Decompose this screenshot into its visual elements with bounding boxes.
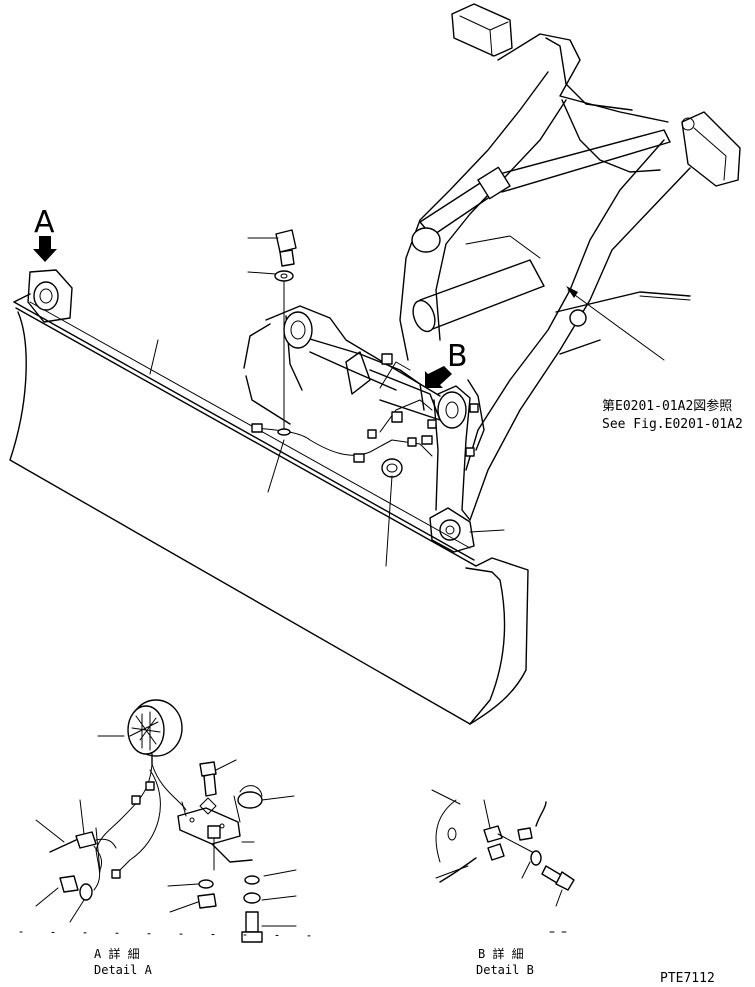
view-marker-b: B: [425, 339, 468, 388]
reference-note: 第E0201-01A2図参照 See Fig.E0201-01A2: [602, 398, 743, 432]
clip-b2: [487, 843, 505, 861]
detail-a-view: [19, 699, 321, 943]
work-lamp: [97, 699, 183, 765]
view-letter-b: B: [447, 339, 468, 374]
detail-a-caption: A 詳 細 Detail A: [94, 946, 153, 977]
detail-b-view: [431, 789, 575, 933]
grommet-b1: [483, 825, 503, 843]
connector-plug: [35, 799, 117, 873]
dozer-blade: [9, 269, 529, 725]
washer-a2: [244, 875, 260, 885]
leader-lines-main: [247, 237, 691, 567]
bolt-detail-b: [541, 865, 575, 891]
nut-a1: [197, 893, 217, 909]
bolt-bottom-detail-a: [241, 911, 263, 943]
wiring-harness: [251, 353, 479, 478]
detail-b-caption-jp: B 詳 細: [478, 946, 524, 961]
washer-b: [530, 850, 542, 866]
detail-a-caption-jp: A 詳 細: [94, 946, 140, 961]
arrow-diagonal-icon: [425, 366, 452, 388]
machine-frame: [399, 3, 741, 521]
washer-a3: [243, 892, 261, 904]
reference-note-jp: 第E0201-01A2図参照: [602, 398, 732, 414]
bolt-stack-main: [274, 229, 297, 436]
mounting-bracket: [177, 795, 253, 871]
detail-b-caption-en: Detail B: [476, 963, 534, 977]
detail-a-caption-en: Detail A: [94, 963, 153, 977]
bolt-top-detail-a: [199, 759, 237, 797]
view-letter-a: A: [34, 205, 55, 240]
figure-code: PTE7112: [660, 971, 715, 986]
arrow-down-icon: [33, 236, 57, 262]
wire-clip: [237, 785, 295, 809]
flange-bolt: [59, 875, 93, 901]
reference-note-en: See Fig.E0201-01A2: [602, 417, 743, 432]
detail-b-caption: B 詳 細 Detail B: [476, 946, 534, 977]
clip-b1: [517, 827, 533, 841]
mounting-frame: [243, 305, 485, 553]
washer-a1: [198, 879, 214, 889]
view-marker-a: A: [33, 205, 57, 262]
